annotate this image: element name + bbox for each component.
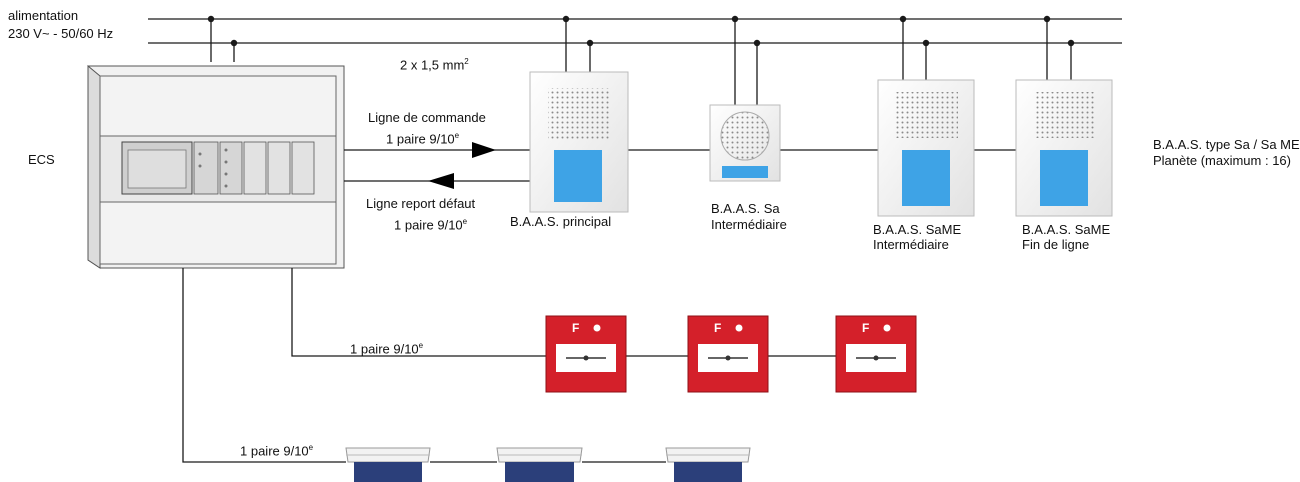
ecs-label: ECS <box>28 152 55 167</box>
call-point-2-letter: F <box>714 321 722 335</box>
command-line-label-2: 1 paire 9/10e <box>386 131 460 147</box>
baas-same-int-label-2: Intermédiaire <box>873 237 949 252</box>
supply-label-2: 230 V~ - 50/60 Hz <box>8 26 114 41</box>
baas-same-fin-de-ligne <box>1015 79 1113 217</box>
call-point-3-letter: F <box>862 321 870 335</box>
command-line <box>344 142 530 158</box>
baas-same-fin-label-1: B.A.A.S. SaME <box>1022 222 1111 237</box>
call-point-1 <box>545 315 627 393</box>
supply-bus <box>148 18 1122 44</box>
baas-same-int-label-1: B.A.A.S. SaME <box>873 222 962 237</box>
detector-line-label: 1 paire 9/10e <box>240 443 314 459</box>
type-note-2: Planète (maximum : 16) <box>1153 153 1291 168</box>
cable-label: 2 x 1,5 mm2 <box>400 57 469 73</box>
supply-drops <box>210 19 1072 105</box>
ecs-panel <box>87 64 345 269</box>
detector-2 <box>496 447 583 482</box>
call-point-1-letter: F <box>572 321 580 335</box>
detector-1 <box>345 447 431 482</box>
baas-sa-intermediaire <box>709 104 781 182</box>
detector-3 <box>665 447 751 482</box>
call-point-3 <box>835 315 917 393</box>
baas-same-intermediaire <box>877 79 975 217</box>
call-point-line-label: 1 paire 9/10e <box>350 341 424 357</box>
call-point-line <box>291 268 836 357</box>
call-point-2 <box>687 315 769 393</box>
baas-sa-label-2: Intermédiaire <box>711 217 787 232</box>
command-line-label-1: Ligne de commande <box>368 110 486 125</box>
detector-line <box>182 268 666 463</box>
baas-sa-label-1: B.A.A.S. Sa <box>711 201 780 216</box>
baas-principal <box>529 71 629 213</box>
baas-principal-label: B.A.A.S. principal <box>510 214 612 229</box>
junction-dots <box>207 15 1075 47</box>
fault-line <box>344 173 530 189</box>
fault-line-label-1: Ligne report défaut <box>366 196 476 211</box>
fault-line-label-2: 1 paire 9/10e <box>394 217 468 233</box>
type-note-1: B.A.A.S. type Sa / Sa ME <box>1153 137 1300 152</box>
baas-same-fin-label-2: Fin de ligne <box>1022 237 1090 252</box>
supply-label-1: alimentation <box>8 8 79 23</box>
